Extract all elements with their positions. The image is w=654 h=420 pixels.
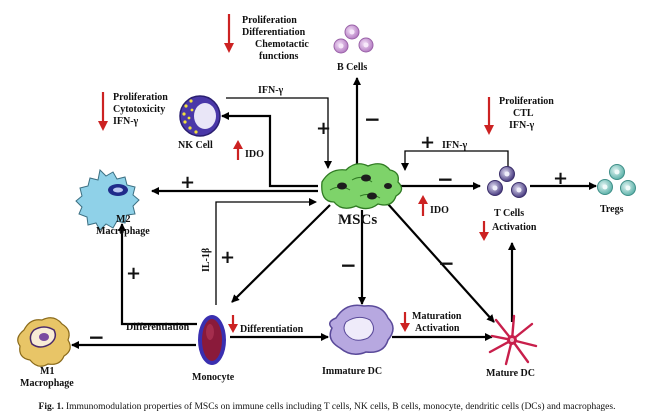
mscs-icon: [321, 163, 403, 210]
minus-sign-mdc: −: [438, 251, 455, 275]
b-effect-line-2: Differentiation: [242, 27, 306, 38]
immature-dc-label: Immature DC: [322, 366, 382, 377]
t-effect-line-1: Proliferation: [499, 96, 554, 107]
minus-sign-idc: −: [340, 253, 357, 277]
minus-sign-t: −: [437, 167, 454, 191]
mature-dc-icon: [488, 314, 538, 366]
maturation-label-2: Activation: [415, 323, 460, 334]
monocyte-icon: [198, 315, 226, 365]
labels: Proliferation Differentiation Chemotacti…: [20, 15, 624, 389]
t-cells-icon: [487, 166, 527, 198]
down-arrow-t-activation: [479, 221, 489, 241]
t-effect-line-3: IFN-γ: [509, 120, 535, 131]
nk-cell-label: NK Cell: [178, 140, 213, 151]
immature-dc-icon: [329, 304, 394, 355]
m1-label-2: Macrophage: [20, 378, 74, 389]
down-arrow-differentiation: [228, 315, 238, 333]
b-effect-line-3: Chemotactic: [255, 39, 309, 50]
maturation-label-1: Maturation: [412, 311, 462, 322]
down-arrow-nk-effects: [98, 92, 108, 131]
differentiation-left-label: Differentiation: [126, 322, 190, 333]
nk-effect-line-2: Cytotoxicity: [113, 104, 165, 115]
caption-prefix: Fig. 1.: [38, 402, 64, 412]
mature-dc-label: Mature DC: [486, 368, 535, 379]
nk-effect-line-1: Proliferation: [113, 92, 168, 103]
nk-cell-icon: [179, 95, 221, 137]
ifn-top-label: IFN-γ: [258, 85, 284, 96]
b-effect-line-4: functions: [259, 51, 299, 62]
plus-sign-nk: +: [316, 118, 331, 139]
m2-label-1: M2: [116, 214, 130, 225]
il1b-label: IL-1β: [201, 248, 212, 272]
ido-t-label: IDO: [430, 205, 449, 216]
down-arrow-b-effects: [224, 14, 234, 53]
m1-label-1: M1: [40, 366, 54, 377]
connectors: [71, 77, 597, 349]
ido-nk-label: IDO: [245, 149, 264, 160]
t-cells-label-2: Activation: [492, 222, 537, 233]
down-arrow-maturation: [400, 312, 410, 332]
b-cells-label: B Cells: [337, 62, 367, 73]
m2-label-2: Macrophage: [96, 226, 150, 237]
t-effect-line-2: CTL: [513, 108, 534, 119]
ifn-t-label: IFN-γ: [442, 140, 468, 151]
plus-sign-t-ifn: +: [420, 132, 435, 153]
nk-effect-line-3: IFN-γ: [113, 116, 139, 127]
m2-macrophage-icon: [75, 168, 140, 231]
plus-sign-monocyte-m2: +: [126, 263, 141, 284]
up-arrow-ido-nk: [233, 140, 243, 160]
tregs-label: Tregs: [600, 204, 624, 215]
minus-sign-b: −: [364, 107, 381, 131]
down-arrow-t-effects: [484, 97, 494, 135]
effect-arrows: [98, 14, 494, 333]
b-effect-line-1: Proliferation: [242, 15, 297, 26]
monocyte-label: Monocyte: [192, 372, 235, 383]
b-cells-icon: [333, 24, 374, 54]
up-arrow-ido-t: [418, 195, 428, 216]
m1-macrophage-icon: [17, 317, 71, 367]
minus-sign-m1: −: [88, 325, 105, 349]
tregs-icon: [597, 164, 636, 196]
plus-sign-tregs: +: [553, 168, 568, 189]
mscs-label: MSCs: [338, 212, 377, 228]
differentiation-right-label: Differentiation: [240, 324, 304, 335]
plus-sign-m2: +: [180, 172, 195, 193]
figure-caption: Fig. 1. Immunomodulation properties of M…: [0, 402, 654, 412]
caption-text: Immunomodulation properties of MSCs on i…: [65, 402, 616, 412]
signs: + + + + + + − − − − −: [88, 107, 568, 349]
plus-sign-il1b: +: [220, 247, 235, 268]
t-cells-label-1: T Cells: [494, 208, 524, 219]
